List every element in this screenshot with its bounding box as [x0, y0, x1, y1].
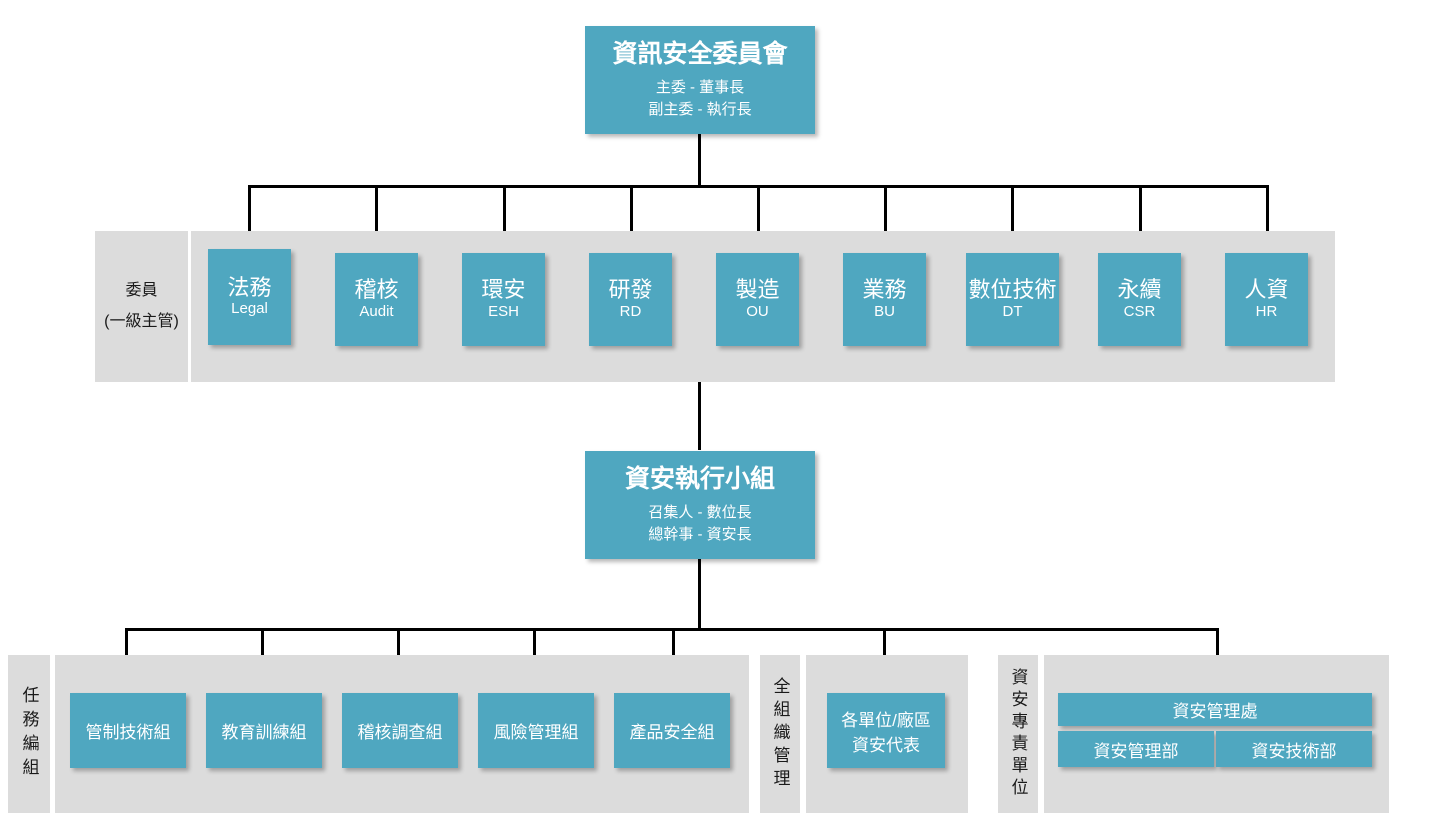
dedicated-unit-security-management-dept[interactable]: 資安管理部	[1058, 731, 1214, 767]
committee-member-esh-en: ESH	[488, 302, 519, 320]
committee-member-legal-zh: 法務	[227, 274, 272, 300]
committee-member-audit-zh: 稽核	[354, 277, 399, 303]
committee-member-dt-zh: 數位技術	[968, 277, 1057, 303]
org-wide-unit-plant-security-rep-line1: 各單位/廠區	[841, 710, 931, 730]
task-group-product-safety[interactable]: 產品安全組	[614, 693, 730, 768]
committee-member-hr-en: HR	[1255, 302, 1278, 320]
task-group-risk-management[interactable]: 風險管理組	[478, 693, 594, 768]
committee-member-ou[interactable]: 製造 OU	[716, 253, 799, 346]
committee-member-csr-en: CSR	[1123, 302, 1156, 320]
dedicated-unit-security-technology-dept-label: 資安技術部	[1251, 741, 1337, 761]
committee-member-csr[interactable]: 永續 CSR	[1098, 253, 1181, 346]
dedicated-unit-security-management-dept-label: 資安管理部	[1093, 741, 1179, 761]
top-node-subtitle-chair: 主委 - 董事長	[655, 79, 745, 97]
task-group-education-training[interactable]: 教育訓練組	[206, 693, 322, 768]
middle-node-title: 資安執行小組	[624, 465, 775, 494]
org-wide-unit-plant-security-rep[interactable]: 各單位/廠區 資安代表	[827, 693, 945, 768]
committee-member-ou-zh: 製造	[735, 277, 780, 303]
connector-drop-csr	[1139, 185, 1142, 254]
org-wide-section-label: 全組織管理	[760, 655, 800, 813]
task-group-education-training-label: 教育訓練組	[221, 723, 307, 742]
top-node-title: 資訊安全委員會	[612, 40, 788, 69]
committee-member-legal[interactable]: 法務 Legal	[208, 249, 291, 345]
connector-drop-rd	[630, 185, 633, 254]
dedicated-unit-security-management-division-label: 資安管理處	[1172, 702, 1258, 721]
task-group-control-technology-label: 管制技術組	[85, 723, 171, 742]
connector-taskforce-stem	[698, 559, 701, 630]
committee-member-rd-zh: 研發	[608, 277, 653, 303]
connector-drop-esh	[503, 185, 506, 254]
top-node-information-security-committee[interactable]: 資訊安全委員會 主委 - 董事長 副主委 - 執行長	[585, 26, 815, 134]
dedicated-unit-security-technology-dept[interactable]: 資安技術部	[1216, 731, 1372, 767]
committee-member-rd-en: RD	[619, 302, 642, 320]
committee-member-hr-zh: 人資	[1244, 277, 1289, 303]
connector-drop-dt	[1011, 185, 1014, 254]
committee-member-legal-en: Legal	[231, 300, 268, 318]
connector-drop-hr	[1266, 185, 1269, 254]
connector-drop-audit	[375, 185, 378, 254]
committee-row-label: 委員 (一級主管)	[95, 231, 188, 382]
task-group-control-technology[interactable]: 管制技術組	[70, 693, 186, 768]
committee-row-label-line1: 委員	[125, 282, 158, 300]
committee-member-bu-zh: 業務	[862, 277, 907, 303]
middle-node-subtitle-convener: 召集人 - 數位長	[648, 504, 752, 522]
committee-member-dt-en: DT	[1002, 302, 1023, 320]
committee-member-esh[interactable]: 環安 ESH	[462, 253, 545, 346]
connector-drop-bu	[884, 185, 887, 254]
committee-member-csr-zh: 永續	[1117, 277, 1162, 303]
middle-node-security-execution-team[interactable]: 資安執行小組 召集人 - 數位長 總幹事 - 資安長	[585, 451, 815, 559]
connector-committee-to-taskforce	[698, 382, 701, 450]
connector-top-stem	[698, 134, 701, 186]
task-group-product-safety-label: 產品安全組	[629, 723, 715, 742]
committee-member-bu-en: BU	[874, 302, 895, 320]
org-wide-unit-plant-security-rep-line2: 資安代表	[852, 735, 920, 755]
top-node-subtitle-vice-chair: 副主委 - 執行長	[648, 101, 752, 118]
task-group-audit-investigation[interactable]: 稽核調查組	[342, 693, 458, 768]
committee-member-rd[interactable]: 研發 RD	[589, 253, 672, 346]
task-group-section-label: 任務編組	[8, 655, 50, 813]
committee-member-audit-en: Audit	[359, 302, 394, 320]
committee-member-esh-zh: 環安	[481, 277, 526, 303]
connector-drop-ou	[757, 185, 760, 254]
connector-drop-legal	[248, 185, 251, 250]
committee-member-hr[interactable]: 人資 HR	[1225, 253, 1308, 346]
committee-member-ou-en: OU	[746, 302, 769, 320]
committee-member-bu[interactable]: 業務 BU	[843, 253, 926, 346]
dedicated-unit-security-management-division[interactable]: 資安管理處	[1058, 693, 1372, 726]
committee-member-dt[interactable]: 數位技術 DT	[966, 253, 1059, 346]
task-group-risk-management-label: 風險管理組	[493, 723, 579, 742]
committee-member-audit[interactable]: 稽核 Audit	[335, 253, 418, 346]
dedicated-unit-section-label: 資安專責單位	[998, 655, 1038, 813]
middle-node-subtitle-secretary: 總幹事 - 資安長	[648, 526, 752, 543]
task-group-audit-investigation-label: 稽核調查組	[357, 723, 443, 742]
committee-row-label-line2: (一級主管)	[104, 312, 179, 330]
